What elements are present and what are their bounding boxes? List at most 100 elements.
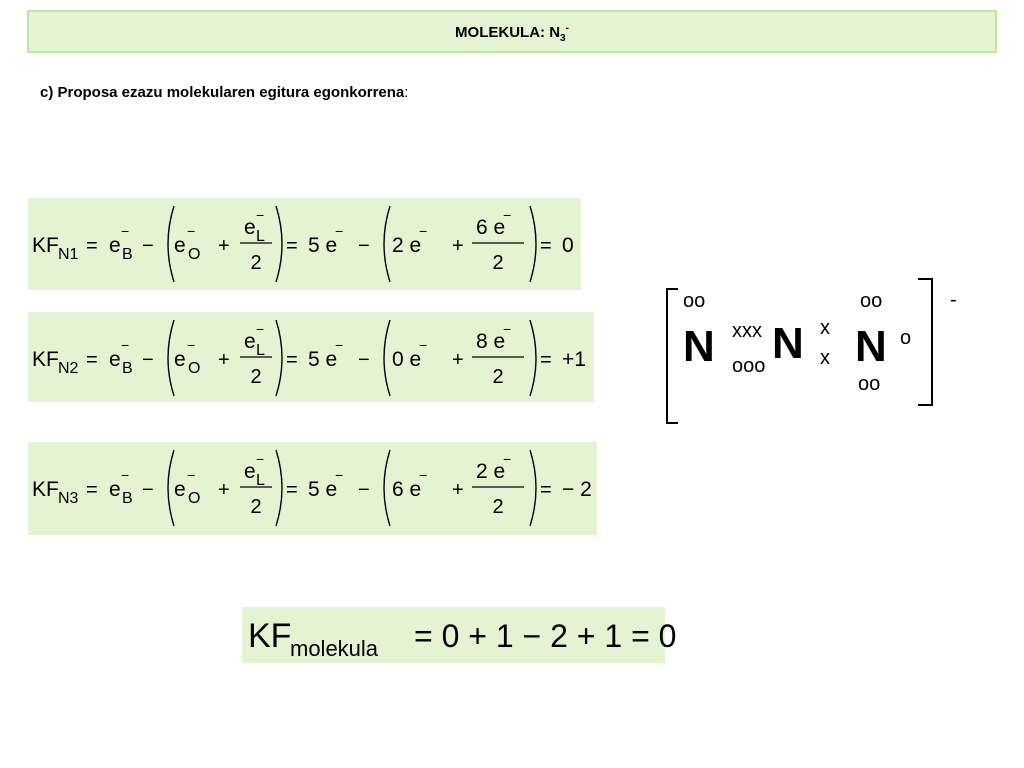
e-bond-electrons: e	[109, 478, 121, 501]
lone-electron-n3-right: o	[900, 327, 911, 349]
open-paren-2	[383, 449, 391, 527]
kf-label: KF	[32, 478, 59, 501]
close-paren-2	[529, 319, 537, 397]
ion-charge: -	[950, 289, 957, 311]
lewis-structure: oo N xxx ooo N x x oo N o oo -	[660, 275, 990, 435]
minus-sign-2: −	[358, 479, 370, 501]
result-value: − 2	[562, 478, 592, 501]
denominator-1: 2	[250, 496, 261, 518]
lewis-structure-svg: oo N xxx ooo N x x oo N o oo -	[666, 278, 957, 424]
equals-sign: =	[86, 479, 98, 501]
kf-molecule-label: KF	[248, 617, 291, 655]
term-1: 5 e	[308, 478, 337, 501]
e-lone-superscript: −	[256, 207, 264, 223]
atom-subscript: N3	[58, 490, 79, 507]
kf-label: KF	[32, 348, 59, 371]
result-value: 0	[562, 234, 574, 257]
term-2: 2 e	[392, 234, 421, 257]
plus-sign-2: +	[452, 235, 464, 257]
o-subscript: O	[188, 360, 200, 377]
kf-molecule-subscript: molekula	[290, 636, 379, 661]
lone-pair-n3-bottom: oo	[858, 373, 880, 395]
minus-sign: −	[142, 235, 154, 257]
denominator-1: 2	[250, 366, 261, 388]
fraction-numerator: 8 e	[476, 330, 505, 353]
close-paren-1	[275, 319, 283, 397]
bond-electrons-top: xxx	[732, 320, 762, 342]
bond-x-bottom: x	[820, 347, 830, 369]
close-paren-1	[275, 449, 283, 527]
fraction-numerator-superscript: −	[503, 451, 511, 467]
minus-sign: −	[142, 479, 154, 501]
denominator-2: 2	[492, 496, 503, 518]
e-lone-electrons: e	[244, 330, 256, 353]
term-1: 5 e	[308, 348, 337, 371]
b-subscript: B	[122, 246, 133, 263]
plus-sign: +	[218, 235, 230, 257]
equals-sign-3: =	[540, 349, 552, 371]
lone-pair-n3-top: oo	[860, 290, 882, 312]
open-paren-1	[167, 449, 175, 527]
plus-sign: +	[218, 349, 230, 371]
term-2-superscript: −	[419, 223, 427, 239]
atom-subscript: N1	[58, 246, 79, 263]
minus-sign-2: −	[358, 349, 370, 371]
b-subscript: B	[122, 490, 133, 507]
fraction-numerator: 6 e	[476, 216, 505, 239]
open-paren-2	[383, 319, 391, 397]
question-prompt: c) Proposa ezazu molekularen egitura ego…	[40, 84, 408, 101]
open-paren-2	[383, 205, 391, 283]
result-value: +1	[562, 348, 586, 371]
e-valence-superscript: −	[187, 223, 195, 239]
fraction-numerator: 2 e	[476, 460, 505, 483]
plus-sign-2: +	[452, 349, 464, 371]
equals-sign-3: =	[540, 235, 552, 257]
e-bond-superscript: −	[121, 337, 129, 353]
left-bracket	[666, 288, 678, 424]
b-subscript: B	[122, 360, 133, 377]
term-2: 0 e	[392, 348, 421, 371]
atom-subscript: N2	[58, 360, 79, 377]
equals-sign-3: =	[540, 479, 552, 501]
minus-sign: −	[142, 349, 154, 371]
close-paren-2	[529, 205, 537, 283]
term-2: 6 e	[392, 478, 421, 501]
l-subscript: L	[256, 228, 265, 245]
formal-charge-molecule: KF molekula = 0 + 1 − 2 + 1 = 0	[242, 607, 676, 663]
equals-sign-2: =	[286, 479, 298, 501]
e-valence-electrons: e	[174, 478, 186, 501]
right-bracket	[918, 278, 933, 406]
denominator-2: 2	[492, 366, 503, 388]
bond-electrons-bottom: ooo	[732, 355, 765, 377]
atom-n1: N	[683, 322, 715, 371]
open-paren-1	[167, 319, 175, 397]
lone-pair-n1-top: oo	[683, 290, 705, 312]
term-1: 5 e	[308, 234, 337, 257]
e-valence-electrons: e	[174, 348, 186, 371]
e-bond-electrons: e	[109, 234, 121, 257]
term-2-superscript: −	[419, 337, 427, 353]
close-paren-1	[275, 205, 283, 283]
e-valence-electrons: e	[174, 234, 186, 257]
equals-sign-2: =	[286, 235, 298, 257]
e-valence-superscript: −	[187, 337, 195, 353]
e-lone-superscript: −	[256, 451, 264, 467]
title-text: MOLEKULA: N	[455, 24, 561, 41]
plus-sign: +	[218, 479, 230, 501]
slide-title: MOLEKULA: N3-	[27, 10, 997, 53]
term-2-superscript: −	[419, 467, 427, 483]
title-subscript: 3	[560, 33, 566, 44]
kf-label: KF	[32, 234, 59, 257]
l-subscript: L	[256, 342, 265, 359]
denominator-2: 2	[492, 252, 503, 274]
open-paren-1	[167, 205, 175, 283]
e-bond-superscript: −	[121, 467, 129, 483]
term-1-superscript: −	[335, 337, 343, 353]
kf-molecule-expression: = 0 + 1 − 2 + 1 = 0	[414, 618, 676, 654]
atom-n2: N	[772, 319, 804, 368]
